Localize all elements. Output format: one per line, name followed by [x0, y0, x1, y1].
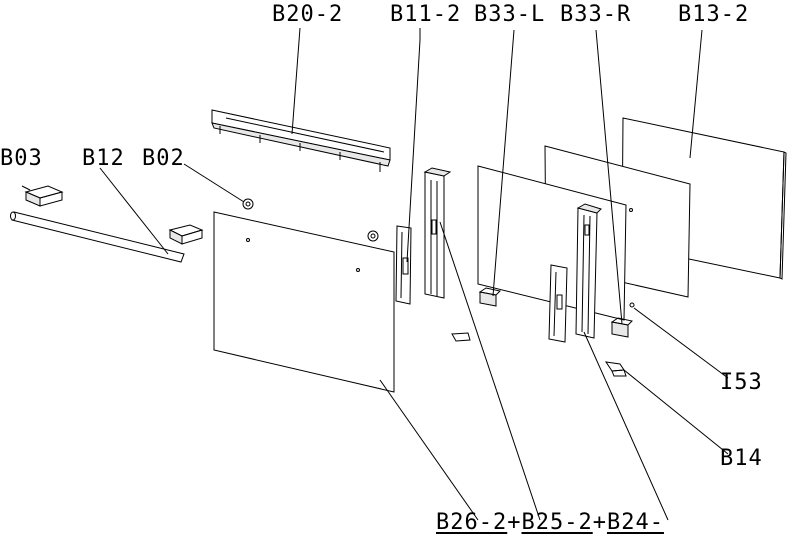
label-b24: B24- — [606, 510, 664, 535]
rail-b25 — [424, 171, 445, 299]
leader-b14 — [623, 369, 729, 455]
fastener-i53 — [629, 302, 635, 308]
label-b14: B14 — [720, 446, 763, 471]
rail-b24-detail2 — [587, 215, 591, 335]
label-b13-2: B13-2 — [678, 2, 750, 27]
label-b03: B03 — [0, 146, 43, 171]
leader-b02 — [183, 163, 245, 203]
leader-b11 — [406, 28, 421, 263]
leader-b03 — [21, 185, 31, 191]
leader-b20 — [291, 27, 301, 135]
plus-sign-1: + — [507, 510, 522, 535]
panel-b13-back-edge — [779, 151, 787, 280]
label-b33-r: B33-R — [560, 2, 632, 27]
knob-right-inner — [370, 233, 376, 239]
leader-b26 — [379, 379, 479, 521]
label-b12: B12 — [82, 146, 125, 171]
beam-b20-line — [225, 117, 385, 153]
leader-b33l — [492, 29, 515, 297]
label-b25-2: B25-2 — [521, 510, 593, 535]
block-right-side — [181, 229, 203, 245]
bracket-right-detail — [553, 271, 557, 337]
clip-b14-b — [611, 369, 627, 377]
rail-b24 — [575, 207, 598, 339]
label-i53: I53 — [720, 370, 763, 395]
rail-b25-top — [423, 167, 452, 177]
rail-b24-side — [576, 203, 602, 214]
leader-b13 — [689, 29, 703, 159]
leader-i53 — [633, 307, 729, 379]
bracket-right-slot — [556, 294, 563, 310]
leader-b24 — [583, 331, 669, 521]
beam-b20-face — [211, 122, 391, 167]
bracket-right — [548, 264, 568, 343]
panel-middle-hole — [629, 208, 633, 212]
panel-b26-front — [213, 211, 395, 393]
rail-b24-slot — [584, 224, 590, 236]
panel-b26-hole2 — [356, 268, 360, 272]
leader-b12 — [99, 167, 169, 255]
leader-b25 — [439, 221, 541, 521]
clip-b14 — [604, 361, 625, 372]
rail-b11-slot — [402, 257, 409, 275]
knob-b02 — [242, 198, 254, 210]
label-b11-2: B11-2 — [390, 2, 462, 27]
panel-b26-hole1 — [246, 238, 250, 242]
label-b26-2: B26-2 — [436, 510, 508, 535]
leader-b33r — [595, 29, 623, 325]
knob-right — [367, 230, 379, 242]
rail-b24-detail — [581, 214, 585, 333]
label-b02: B02 — [142, 146, 185, 171]
clip-b33r-top — [610, 317, 634, 326]
tube-b12-end — [10, 211, 16, 221]
rail-b11-detail — [400, 231, 403, 299]
block-b03-side — [39, 191, 63, 207]
beam-b20 — [211, 109, 391, 161]
clip-b33l-top — [478, 287, 502, 296]
rail-b25-slot — [431, 219, 437, 235]
label-b20-2: B20-2 — [272, 2, 344, 27]
tube-b12 — [11, 211, 185, 263]
label-b33-l: B33-L — [474, 2, 546, 27]
plus-sign-2: + — [592, 510, 607, 535]
label-assembly-combo: B26-2+B25-2+B24- — [436, 512, 664, 534]
knob-b02-inner — [245, 201, 251, 207]
clip-center — [451, 332, 471, 342]
